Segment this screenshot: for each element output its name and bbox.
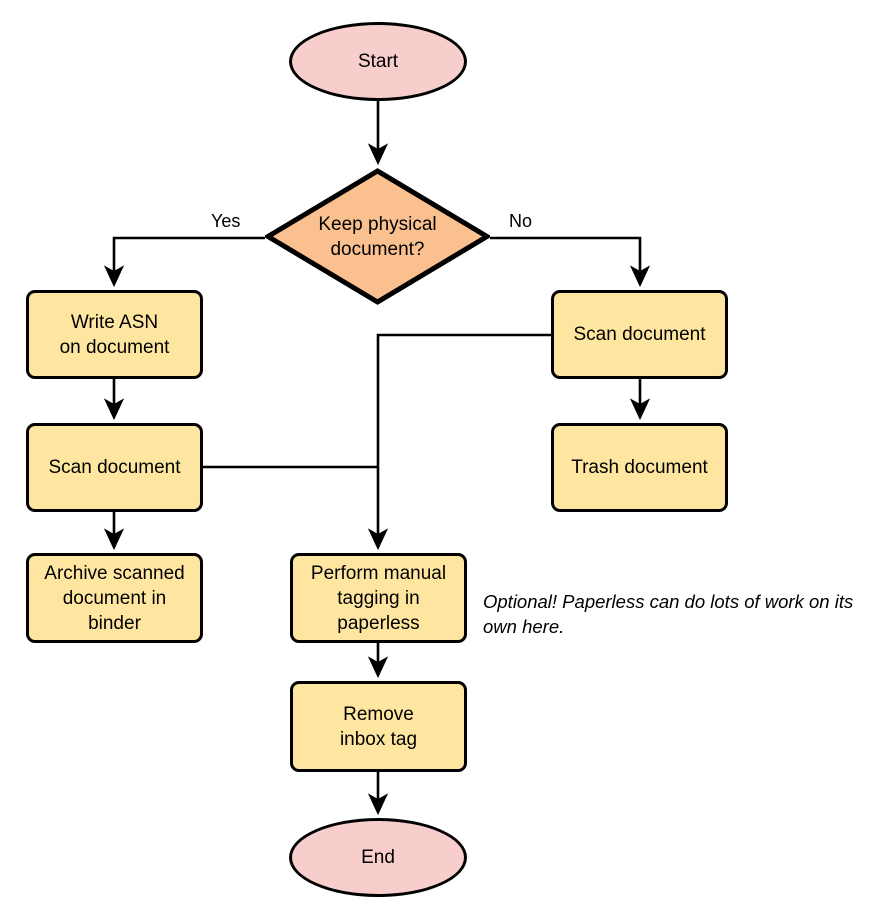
node-end-label: End [361,847,395,868]
node-remove-inbox-label-line2: inbox tag [339,728,418,750]
node-tagging-label-line3: paperless [337,612,420,634]
node-archive-label-line3: binder [88,612,141,634]
node-archive-label-line1: Archive scanned [44,562,185,584]
edge-decision-no-to-scan-right [490,236,651,288]
node-tagging-label-line1: Perform manual [310,562,447,584]
node-remove-inbox-label-line1: Remove [343,703,414,725]
node-write-asn-label-line2: on document [59,336,170,358]
node-tagging-label-line2: tagging in [337,587,420,609]
node-archive-label-line2: document in [62,587,167,609]
node-start-label: Start [357,51,399,72]
node-archive-label: Archive scanned document in binder [44,561,184,636]
node-decision-label: Keep physical document? [318,212,436,262]
node-perform-manual-tagging[interactable]: Perform manual tagging in paperless [290,553,467,643]
node-write-asn-label: Write ASN on document [60,310,170,360]
node-scan-document-left-label: Scan document [48,457,181,478]
node-tagging-label: Perform manual tagging in paperless [311,561,446,636]
node-write-asn-label-line1: Write ASN [70,311,159,333]
annotation-optional-note: Optional! Paperless can do lots of work … [483,589,883,639]
node-scan-document-right-label: Scan document [573,324,706,345]
edge-label-no: No [509,211,533,231]
node-scan-document-left[interactable]: Scan document [26,423,203,512]
edge-label-yes: Yes [211,211,241,231]
annotation-optional-line2: its own here. [483,591,854,637]
edge-scan-right-to-tagging [367,333,551,551]
node-decision-label-line1: Keep physical [318,213,437,235]
node-trash-document[interactable]: Trash document [551,423,728,512]
annotation-optional-line1: Optional! Paperless can do lots of work … [483,591,830,612]
node-scan-document-right[interactable]: Scan document [551,290,728,379]
node-write-asn-on-document[interactable]: Write ASN on document [26,290,203,379]
node-start[interactable]: Start [289,22,467,101]
node-remove-inbox-label: Remove inbox tag [340,702,417,752]
node-archive-scanned-document[interactable]: Archive scanned document in binder [26,553,203,643]
node-decision-label-line2: document? [330,238,425,260]
node-end[interactable]: End [289,818,467,897]
edge-decision-yes-to-write-asn [103,236,265,288]
node-remove-inbox-tag[interactable]: Remove inbox tag [290,681,467,772]
diamond-shape [265,168,490,305]
node-keep-physical-document-decision[interactable]: Keep physical document? [265,168,490,305]
node-trash-document-label: Trash document [571,457,708,478]
